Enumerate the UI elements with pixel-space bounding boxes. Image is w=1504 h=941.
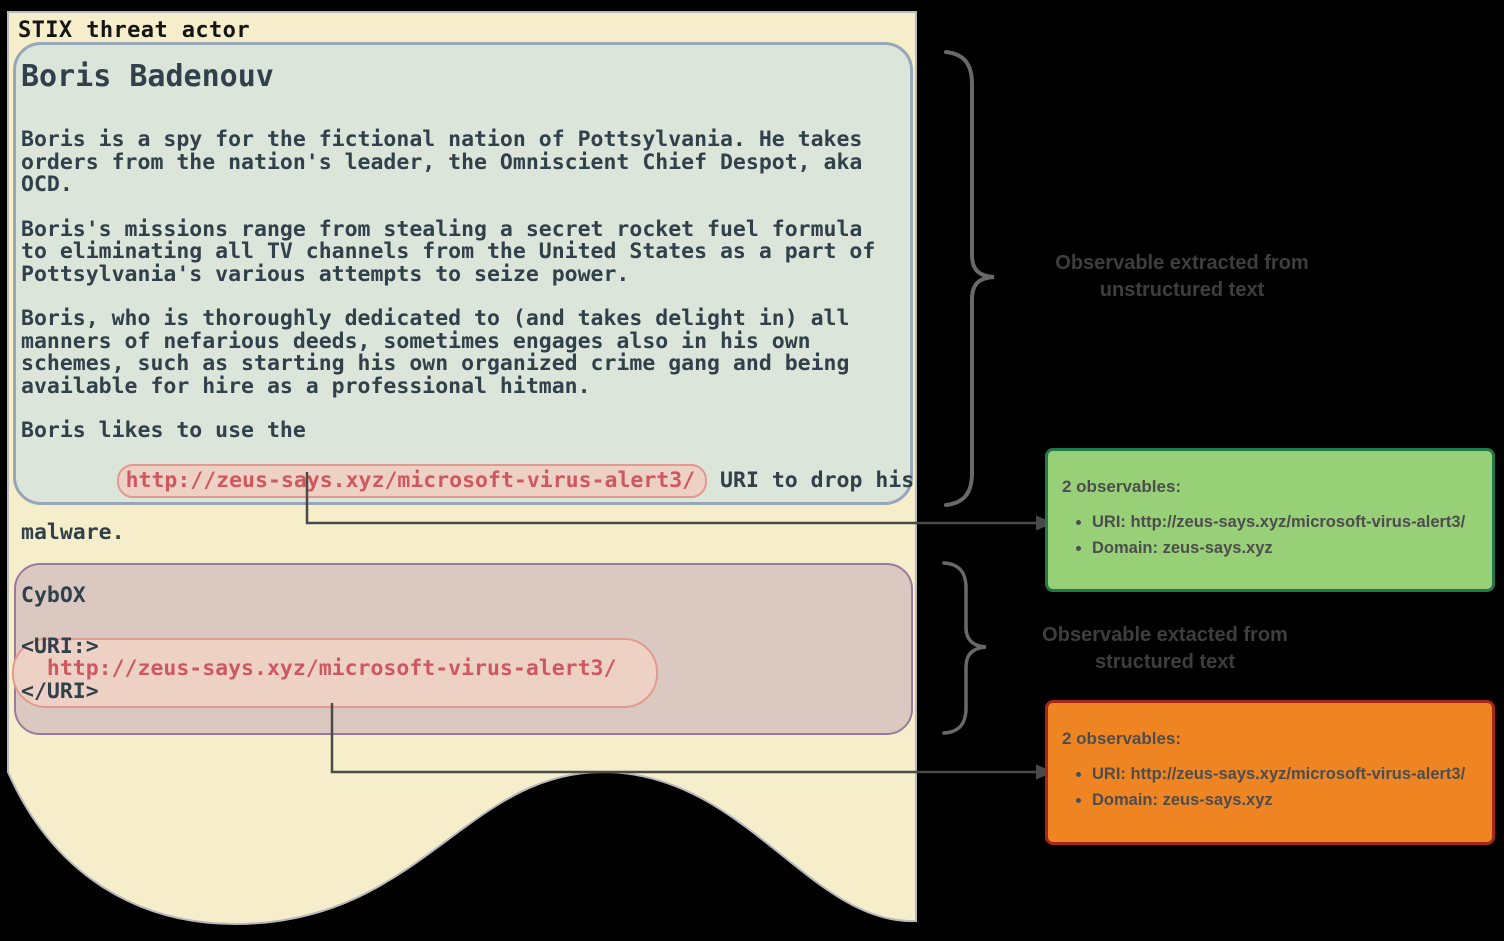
text-line: available for hire as a professional hit… [21, 373, 591, 399]
uri-close-tag: </URI> [21, 678, 99, 704]
text-line: OCD. [21, 172, 73, 197]
paragraph-2: Boris's missions range from stealing a s… [21, 216, 910, 287]
cybox-label: CybOX [21, 583, 86, 608]
cybox-uri-block: <URI:> http://zeus-says.xyz/microsoft-vi… [12, 633, 911, 708]
text-line: schemes, such as starting his own organi… [21, 351, 850, 376]
observables-box-structured: 2 observables: URI: http://zeus-says.xyz… [1045, 700, 1495, 845]
text-line: to eliminating all TV channels from the … [21, 239, 876, 264]
paragraph-3: Boris, who is thoroughly dedicated to (a… [21, 306, 910, 399]
observables-box-unstructured: 2 observables: URI: http://zeus-says.xyz… [1045, 448, 1495, 592]
text-line: manners of nefarious deeds, sometimes en… [21, 328, 811, 354]
text-line-with-url: http://zeus-says.xyz/microsoft-virus-ale… [21, 448, 914, 516]
observable-item-uri: URI: http://zeus-says.xyz/microsoft-viru… [1092, 509, 1482, 535]
observables-heading: 2 observables: [1062, 729, 1182, 748]
text-line: malware. [21, 520, 125, 545]
document-title: STIX threat actor [18, 18, 250, 43]
highlighted-url: http://zeus-says.xyz/microsoft-virus-ale… [116, 464, 708, 498]
text-line: Pottsylvania's various attempts to seize… [21, 261, 630, 287]
text-line: Boris is a spy for the fictional nation … [21, 127, 863, 152]
text-line: Boris, who is thoroughly dedicated to (a… [21, 306, 850, 331]
observables-heading: 2 observables: [1062, 477, 1182, 496]
observable-item-uri: URI: http://zeus-says.xyz/microsoft-viru… [1092, 761, 1482, 787]
observables-list: URI: http://zeus-says.xyz/microsoft-viru… [1062, 761, 1482, 813]
unstructured-callout-label: Observable extracted from unstructured t… [1055, 252, 1309, 301]
stix-threat-actor-card: Boris Badenouv Boris is a spy for the fi… [13, 42, 914, 544]
observable-item-domain: Domain: zeus-says.xyz [1092, 535, 1482, 561]
threat-actor-name: Boris Badenouv [21, 59, 274, 94]
text-line: Boris's missions range from stealing a s… [21, 216, 863, 242]
observables-list: URI: http://zeus-says.xyz/microsoft-viru… [1062, 509, 1482, 561]
text-line: Boris likes to use the [21, 418, 306, 443]
paragraph-1: Boris is a spy for the fictional nation … [21, 127, 910, 197]
text-line: orders from the nation's leader, the Omn… [21, 149, 863, 175]
url-suffix-text: URI to drop his [707, 468, 915, 493]
highlighted-uri: http://zeus-says.xyz/microsoft-virus-ale… [21, 656, 617, 681]
uri-open-tag: <URI:> [21, 633, 99, 659]
paragraph-4: Boris likes to use the http://zeus-says.… [21, 418, 914, 545]
cybox-card: CybOX <URI:> http://zeus-says.xyz/micros… [12, 563, 913, 735]
observable-item-domain: Domain: zeus-says.xyz [1092, 787, 1482, 813]
structured-callout-label: Observable extacted from structured text [1042, 624, 1288, 673]
